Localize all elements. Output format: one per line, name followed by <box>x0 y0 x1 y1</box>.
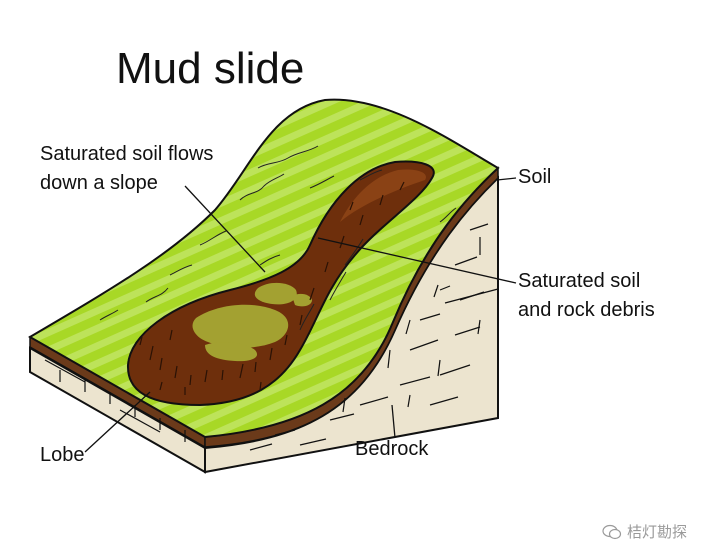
leader-saturated-flow <box>184 185 266 273</box>
label-soil-text: Soil <box>518 166 552 188</box>
label-lobe-text: Lobe <box>40 444 85 466</box>
leader-lines <box>84 177 517 453</box>
grass-texture <box>99 145 457 331</box>
mud-texture <box>139 181 405 395</box>
watermark-text: 桔灯勘探 <box>626 523 687 541</box>
label-lobe: Lobe <box>40 441 85 470</box>
leader-lobe <box>84 391 151 453</box>
leader-debris-2 <box>444 288 499 304</box>
label-bedrock-text: Bedrock <box>355 438 429 460</box>
wechat-icon <box>602 524 622 539</box>
label-debris-line2: and rock debris <box>518 299 655 321</box>
label-saturated-flow-line2: down a slope <box>40 172 158 194</box>
label-soil: Soil <box>518 163 551 192</box>
label-saturated-flow-line1: Saturated soil flows <box>40 143 214 165</box>
label-bedrock: Bedrock <box>355 435 428 464</box>
leader-debris <box>317 237 517 284</box>
mud-patch-3 <box>205 342 258 362</box>
leader-soil <box>496 177 517 181</box>
mud-patch-2 <box>192 304 289 348</box>
label-debris-line1: Saturated soil <box>518 270 641 292</box>
label-saturated-flow: Saturated soil flows down a slope <box>40 140 213 198</box>
page-title: Mud slide <box>116 44 305 93</box>
mud-patch-4 <box>292 293 312 307</box>
leader-bedrock <box>391 404 396 439</box>
label-debris: Saturated soil and rock debris <box>518 267 655 325</box>
watermark: 桔灯勘探 <box>602 521 687 542</box>
mud-patch-1 <box>254 282 297 305</box>
bedrock-front-face <box>29 346 206 474</box>
